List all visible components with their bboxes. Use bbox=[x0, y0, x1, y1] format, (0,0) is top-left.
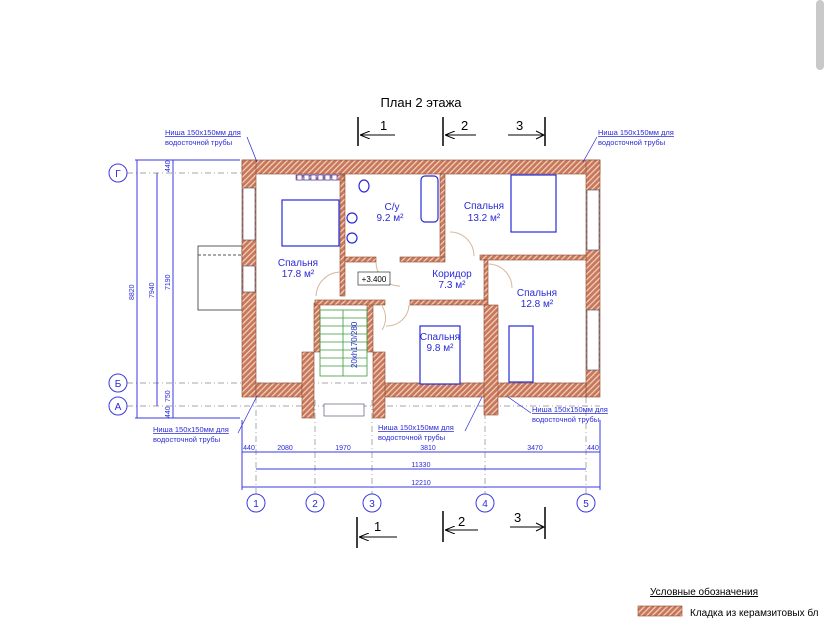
niche-note-bottom-mid: Ниша 150х150мм для водосточной трубы bbox=[378, 396, 483, 442]
svg-text:7190: 7190 bbox=[165, 274, 172, 290]
axis-bubble-g: Г bbox=[108, 163, 128, 183]
legend-title: Условные обозначения bbox=[650, 586, 758, 598]
room-name-bedroom-4: Спальня bbox=[420, 332, 460, 343]
svg-text:Ниша 150х150мм для: Ниша 150х150мм для bbox=[165, 128, 241, 137]
svg-text:2: 2 bbox=[458, 514, 465, 529]
niche-note-bottom-right: Ниша 150х150мм для водосточной трубы bbox=[507, 396, 608, 424]
room-area-bathroom: 9.2 м² bbox=[377, 213, 405, 224]
svg-text:5: 5 bbox=[583, 499, 589, 510]
room-name-bathroom: С/у bbox=[385, 202, 400, 213]
svg-text:1970: 1970 bbox=[335, 445, 351, 452]
svg-text:440: 440 bbox=[587, 445, 599, 452]
svg-text:Г: Г bbox=[115, 169, 121, 180]
axis-bubble-a: А bbox=[108, 396, 128, 416]
svg-text:водосточной трубы: водосточной трубы bbox=[153, 435, 220, 444]
stair-label: 20хh170/280 bbox=[350, 321, 359, 368]
axis-bubble-b: Б bbox=[108, 373, 128, 393]
svg-text:11330: 11330 bbox=[412, 462, 431, 469]
svg-text:1: 1 bbox=[380, 118, 387, 133]
svg-text:3810: 3810 bbox=[420, 445, 436, 452]
svg-text:3: 3 bbox=[514, 510, 521, 525]
svg-text:440: 440 bbox=[165, 406, 172, 418]
furniture bbox=[281, 174, 557, 385]
svg-text:Ниша 150х150мм для: Ниша 150х150мм для bbox=[153, 425, 229, 434]
svg-text:водосточной трубы: водосточной трубы bbox=[378, 433, 445, 442]
svg-text:750: 750 bbox=[165, 390, 172, 402]
svg-text:1: 1 bbox=[253, 499, 259, 510]
room-area-bedroom-3: 12.8 м² bbox=[521, 299, 554, 310]
stairs bbox=[319, 309, 368, 377]
svg-text:водосточной трубы: водосточной трубы bbox=[165, 138, 232, 147]
room-area-bedroom-4: 9.8 м² bbox=[427, 343, 455, 354]
room-name-bedroom-3: Спальня bbox=[517, 288, 557, 299]
svg-text:водосточной трубы: водосточной трубы bbox=[532, 415, 599, 424]
legend-wall-swatch bbox=[637, 605, 683, 617]
svg-text:8820: 8820 bbox=[129, 284, 136, 300]
svg-text:Ниша 150х150мм для: Ниша 150х150мм для bbox=[378, 423, 454, 432]
room-name-corridor: Коридор bbox=[432, 269, 472, 280]
windows bbox=[242, 187, 600, 417]
svg-text:440: 440 bbox=[165, 160, 172, 172]
niche-note-top-left: Ниша 150х150мм для водосточной трубы bbox=[165, 128, 258, 163]
axis-bubble-3: 3 bbox=[362, 493, 382, 513]
level-mark: +3.400 bbox=[362, 275, 387, 284]
legend-item-label: Кладка из керамзитовых бл bbox=[690, 607, 819, 619]
niche-note-bottom-left: Ниша 150х150мм для водосточной трубы bbox=[153, 395, 258, 444]
svg-text:3: 3 bbox=[516, 118, 523, 133]
svg-text:3470: 3470 bbox=[527, 445, 543, 452]
dimensions-bottom: 440 2080 1970 3810 3470 440 11330 12210 bbox=[241, 420, 601, 490]
room-name-bedroom-2: Спальня bbox=[278, 258, 318, 269]
svg-text:7940: 7940 bbox=[149, 282, 156, 298]
doors bbox=[315, 231, 513, 331]
section-marker-2-top: 2 bbox=[442, 117, 476, 146]
axis-bubble-1: 1 bbox=[246, 493, 266, 513]
svg-text:Б: Б bbox=[115, 379, 122, 390]
balcony bbox=[197, 245, 243, 311]
section-marker-2-bottom: 2 bbox=[442, 511, 478, 542]
svg-text:2: 2 bbox=[461, 118, 468, 133]
svg-text:1: 1 bbox=[374, 519, 381, 534]
dimensions-left: 8820 7940 7190 440 750 440 bbox=[129, 159, 240, 419]
axis-bubble-2: 2 bbox=[305, 493, 325, 513]
section-marker-3-bottom: 3 bbox=[510, 507, 546, 539]
section-marker-1-top: 1 bbox=[357, 117, 395, 146]
scrollbar[interactable] bbox=[816, 0, 824, 70]
svg-text:12210: 12210 bbox=[411, 480, 431, 487]
axis-bubble-5: 5 bbox=[576, 493, 596, 513]
level-mark-box bbox=[357, 271, 391, 286]
room-area-bedroom-2: 17.8 м² bbox=[282, 269, 315, 280]
svg-text:Ниша 150х150мм для: Ниша 150х150мм для bbox=[598, 128, 674, 137]
svg-text:4: 4 bbox=[482, 499, 488, 510]
room-area-corridor: 7.3 м² bbox=[439, 280, 467, 291]
niche-note-top-right: Ниша 150х150мм для водосточной трубы bbox=[582, 128, 674, 163]
room-name-bedroom-1: Спальня bbox=[464, 201, 504, 212]
svg-text:2: 2 bbox=[312, 499, 318, 510]
svg-text:водосточной трубы: водосточной трубы bbox=[598, 138, 665, 147]
room-area-bedroom-1: 13.2 м² bbox=[468, 213, 501, 224]
svg-text:Ниша 150х150мм для: Ниша 150х150мм для bbox=[532, 405, 608, 414]
section-marker-3-top: 3 bbox=[508, 117, 546, 146]
plan-title: План 2 этажа bbox=[380, 95, 462, 110]
svg-text:440: 440 bbox=[243, 445, 255, 452]
svg-text:А: А bbox=[115, 402, 122, 413]
svg-text:2080: 2080 bbox=[277, 445, 293, 452]
svg-text:3: 3 bbox=[369, 499, 375, 510]
section-marker-1-bottom: 1 bbox=[356, 517, 397, 548]
axis-bubble-4: 4 bbox=[475, 493, 495, 513]
